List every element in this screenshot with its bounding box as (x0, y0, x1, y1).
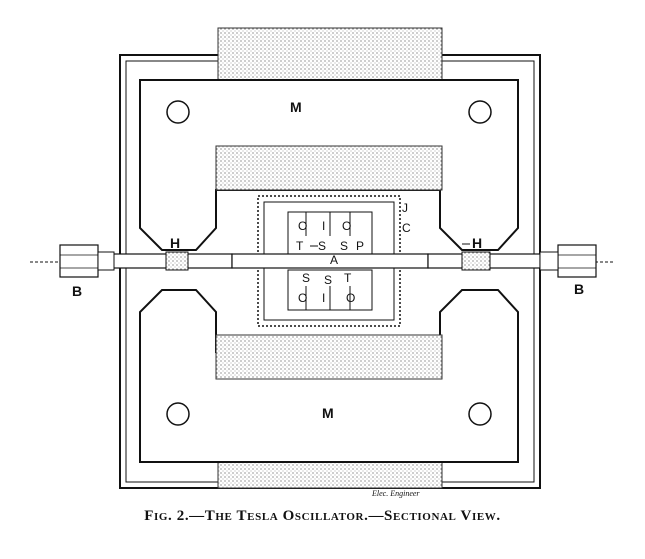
label-t-lower: T (344, 271, 352, 285)
label-m-bottom: M (322, 405, 334, 421)
upper-gap-block (215, 145, 443, 191)
label-s-upper-left: S (318, 239, 326, 253)
corner-hole-top-right (468, 100, 492, 124)
label-i-upper: I (322, 219, 325, 233)
corner-hole-bottom-left (166, 402, 190, 426)
label-o-upper-right: O (342, 219, 351, 233)
label-h-right: H (472, 235, 482, 251)
central-shaft (30, 251, 615, 271)
lower-gap-block (215, 334, 443, 380)
label-s-lower-left: S (302, 271, 310, 285)
label-o-upper-left: O (298, 219, 307, 233)
label-o-lower-left: O (298, 291, 307, 305)
corner-hole-top-left (166, 100, 190, 124)
label-i-lower: I (322, 291, 325, 305)
label-b-right: B (574, 281, 584, 297)
label-c: C (402, 221, 411, 235)
label-t-upper: T (296, 239, 304, 253)
label-a: A (330, 253, 338, 267)
label-m-top: M (290, 99, 302, 115)
label-p-upper: P (356, 239, 364, 253)
label-j: J (402, 201, 408, 215)
right-end-fitting (539, 244, 597, 278)
label-o-lower-right: O (346, 291, 355, 305)
corner-hole-bottom-right (468, 402, 492, 426)
label-s-upper-right: S (340, 239, 348, 253)
label-s-lower-mid: S (324, 273, 332, 287)
figure-caption: Fig. 2.—The Tesla Oscillator.—Sectional … (144, 508, 501, 524)
engraver-signature: Elec. Engineer (371, 489, 420, 498)
label-b-left: B (72, 283, 82, 299)
label-h-left: H (170, 235, 180, 251)
left-end-fitting (59, 244, 115, 278)
